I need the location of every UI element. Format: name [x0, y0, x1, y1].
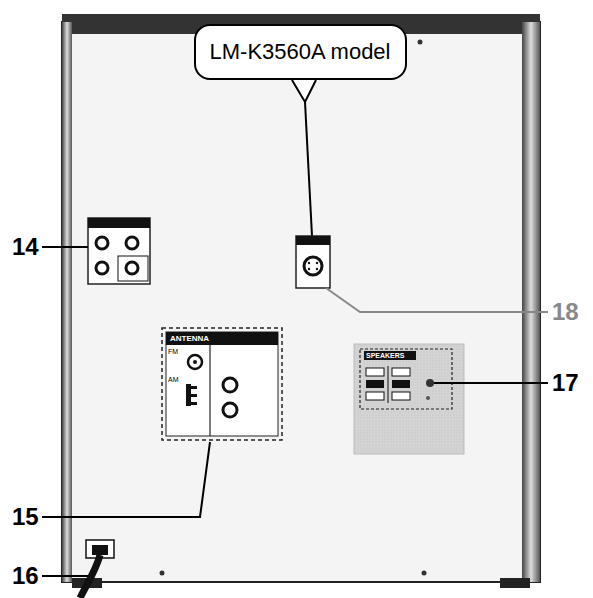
screw — [422, 571, 427, 576]
screw — [418, 40, 423, 45]
s-video-jack — [296, 236, 330, 288]
callout-number: 15 — [12, 505, 39, 529]
callout-pointer — [292, 80, 316, 102]
left-side — [62, 22, 72, 582]
leader-line — [42, 575, 88, 577]
leader-line — [326, 288, 548, 312]
leader-line — [305, 102, 312, 236]
callout-number: 17 — [552, 371, 579, 395]
callout-number: 14 — [12, 235, 39, 259]
speaker-terminal-panel — [354, 344, 464, 454]
panel-label: AM — [168, 376, 179, 383]
leader-line — [42, 246, 88, 248]
model-text: LM-K3560A model — [210, 39, 391, 65]
aux-jack-panel — [88, 218, 150, 284]
leader-line — [434, 382, 548, 384]
power-cord — [80, 540, 114, 598]
panel-label: SPEAKERS — [366, 352, 405, 359]
leader-line — [42, 442, 210, 517]
callout-bubble: LM-K3560A model — [194, 24, 407, 80]
screw — [160, 571, 165, 576]
callout-number: 18 — [552, 300, 579, 324]
antenna-panel — [162, 328, 282, 440]
panel-label: FM — [168, 348, 178, 355]
panel-label: ANTENNA — [170, 335, 209, 343]
callout-number: 16 — [12, 564, 39, 588]
foot — [500, 578, 530, 588]
right-side — [522, 22, 540, 582]
rear-panel — [62, 22, 540, 582]
